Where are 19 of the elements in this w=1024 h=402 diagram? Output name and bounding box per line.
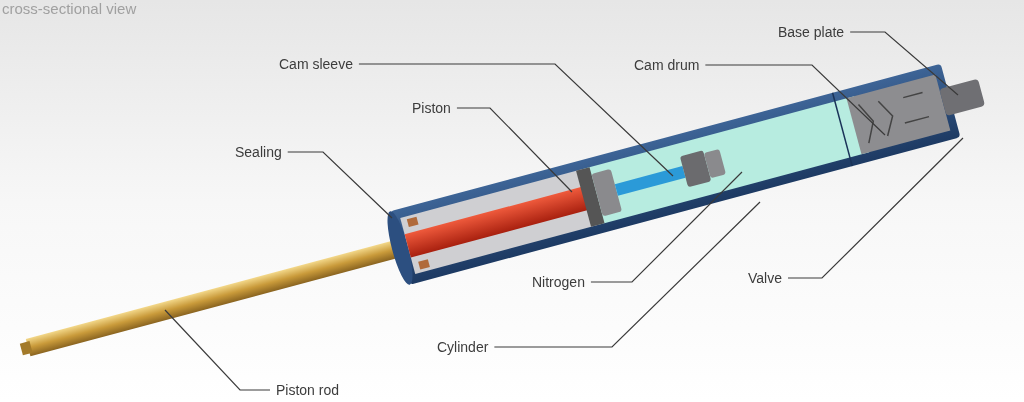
leader-line <box>590 171 743 283</box>
part-label: Valve <box>748 268 782 288</box>
part-label: Sealing <box>235 142 282 162</box>
part-label: Piston rod <box>276 380 340 400</box>
part-label: Nitrogen <box>532 272 585 292</box>
part-label: Piston <box>412 98 451 118</box>
leader-line <box>787 137 964 279</box>
leader-line <box>849 31 959 96</box>
part-label: Cam drum <box>634 55 700 75</box>
leader-line <box>358 63 674 177</box>
leader-line <box>704 64 886 136</box>
leader-line <box>164 309 271 391</box>
leader-line <box>456 107 573 193</box>
part-label: Cam sleeve <box>279 54 353 74</box>
part-label: Cylinder <box>437 337 489 357</box>
view-title: cross-sectional view <box>2 0 137 18</box>
leader-line <box>287 151 393 219</box>
part-label: Base plate <box>778 22 845 42</box>
leader-line <box>493 201 761 348</box>
